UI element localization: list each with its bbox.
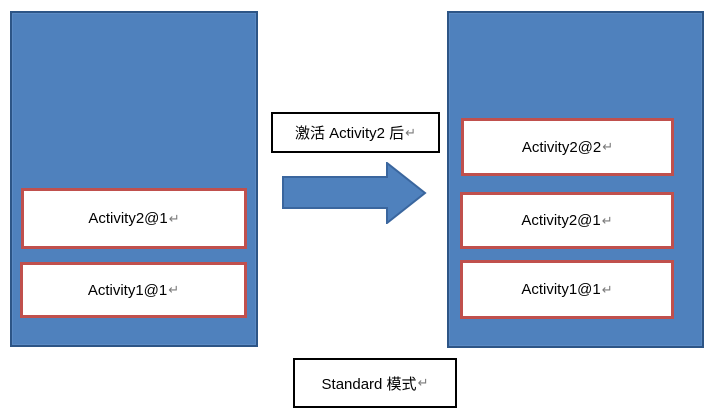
activity-box: Activity2@1↵ (21, 188, 247, 249)
transition-label-box: 激活 Activity2 后↵ (271, 112, 440, 153)
activity-box: Activity1@1↵ (20, 262, 247, 318)
return-mark: ↵ (168, 210, 180, 226)
return-mark: ↵ (417, 375, 429, 390)
right-arrow-icon (282, 162, 427, 224)
task-stack-after: Activity2@2↵ Activity2@1↵ Activity1@1↵ (447, 11, 704, 348)
mode-label: Standard 模式 (321, 375, 417, 393)
activity-box: Activity2@2↵ (461, 118, 674, 176)
return-mark: ↵ (405, 124, 417, 140)
activity-label: Activity2@1 (88, 210, 168, 227)
transition-label: 激活 Activity2 后 (294, 125, 405, 142)
return-mark: ↵ (601, 212, 613, 228)
activity-box: Activity1@1↵ (460, 260, 674, 319)
activity-label: Activity2@2 (521, 138, 602, 156)
return-mark: ↵ (601, 281, 613, 297)
mode-label-box: Standard 模式↵ (293, 358, 457, 408)
activity-label: Activity1@1 (521, 281, 601, 298)
task-stack-before: Activity2@1↵ Activity1@1↵ (10, 11, 258, 347)
activity-label: Activity2@1 (521, 212, 601, 229)
activity-box: Activity2@1↵ (460, 192, 674, 249)
activity-label: Activity1@1 (87, 281, 168, 299)
return-mark: ↵ (168, 282, 180, 297)
return-mark: ↵ (602, 139, 614, 154)
